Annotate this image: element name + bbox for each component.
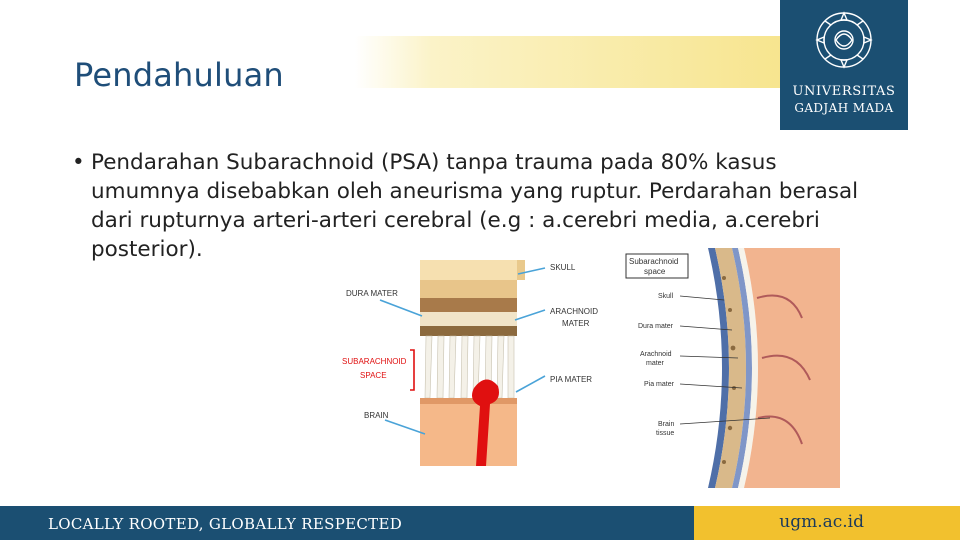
- label-skull: SKULL: [550, 263, 576, 272]
- label-dura-mater: DURA MATER: [346, 289, 398, 298]
- logo-text-gadjah-mada: GADJAH MADA: [794, 101, 894, 115]
- title-highlight-band: [355, 36, 780, 88]
- label-brain-tissue-right: Brain: [658, 421, 674, 428]
- university-logo: UNIVERSITAS GADJAH MADA: [780, 0, 908, 130]
- meninges-cross-section-diagram: Subarachnoid space Skull Dura mater Arac…: [620, 248, 840, 488]
- footer-slogan: LOCALLY ROOTED, GLOBALLY RESPECTED: [48, 515, 403, 533]
- footer-url: ugm.ac.id: [779, 512, 864, 532]
- label-arachnoid-mater: ARACHNOID: [550, 307, 598, 316]
- bullet-paragraph: Pendarahan Subarachnoid (PSA) tanpa trau…: [91, 150, 859, 262]
- ugm-seal-icon: [815, 11, 873, 69]
- label-subarachnoid-space: SUBARACHNOID: [342, 357, 407, 366]
- label-skull-right: Skull: [658, 293, 674, 300]
- slide-title: Pendahuluan: [74, 56, 284, 94]
- label-arachnoid-mater-right-2: mater: [646, 360, 665, 367]
- label-pia-mater-right: Pia mater: [644, 381, 675, 388]
- footer-url-bar: ugm.ac.id: [694, 506, 960, 540]
- logo-text-universitas: UNIVERSITAS: [792, 84, 896, 99]
- footer-slogan-bar: LOCALLY ROOTED, GLOBALLY RESPECTED: [0, 506, 694, 540]
- label-subarachnoid-space-2: SPACE: [360, 371, 387, 380]
- label-pia-mater: PIA MATER: [550, 375, 592, 384]
- label-arachnoid-mater-2: MATER: [562, 319, 590, 328]
- label-dura-mater-right: Dura mater: [638, 323, 674, 330]
- label-brain: BRAIN: [364, 411, 389, 420]
- meninges-layer-diagram: SKULL DURA MATER ARACHNOID MATER SUBARAC…: [342, 260, 598, 466]
- label-subarachnoid-space-right: Subarachnoid: [629, 257, 678, 266]
- bullet-item: • Pendarahan Subarachnoid (PSA) tanpa tr…: [72, 148, 872, 264]
- label-subarachnoid-space-right-2: space: [644, 267, 666, 276]
- label-brain-tissue-right-2: tissue: [656, 430, 674, 437]
- label-arachnoid-mater-right: Arachnoid: [640, 351, 672, 358]
- bullet-marker: •: [72, 150, 85, 175]
